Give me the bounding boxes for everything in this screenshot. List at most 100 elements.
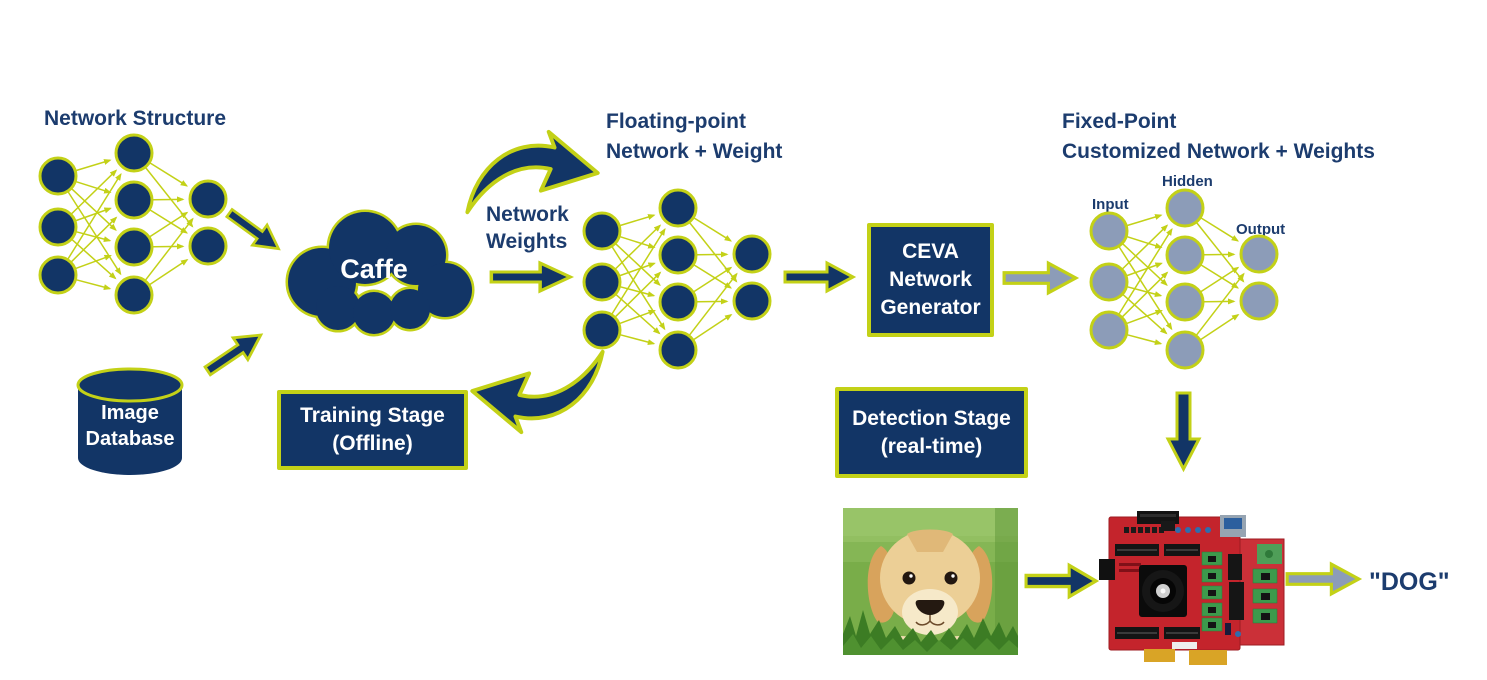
network-node	[1165, 188, 1205, 228]
network-node	[658, 330, 698, 370]
network-structure-title: Network Structure	[44, 107, 227, 130]
network-edge	[1126, 262, 1163, 277]
network-edge	[1122, 294, 1168, 335]
network-node	[114, 227, 154, 267]
network-node	[582, 262, 622, 302]
floating-point-title: Floating-point Network + Weight	[606, 107, 782, 167]
network-edge	[1121, 271, 1169, 318]
network-edge	[693, 313, 733, 341]
network-edge	[1118, 227, 1173, 315]
network-edge	[71, 188, 117, 231]
network-node	[114, 275, 154, 315]
network-edge	[693, 266, 733, 293]
arrow-dog-to-board-icon	[1024, 562, 1100, 600]
training-stage-line2: (Offline)	[332, 432, 413, 455]
network-node	[582, 310, 622, 350]
hidden-layer-label: Hidden	[1162, 173, 1213, 190]
network-edge	[620, 286, 656, 298]
network-edge	[1126, 236, 1163, 249]
fixed-point-title: Fixed-Point Customized Network + Weights	[1062, 107, 1375, 167]
network-edge	[615, 224, 662, 270]
network-edge	[693, 264, 733, 289]
image-database-line2: Database	[85, 428, 175, 450]
network-node	[38, 255, 78, 295]
generator-line3: Generator	[880, 296, 981, 319]
network-edge	[149, 258, 189, 286]
network-node	[188, 179, 228, 219]
network-edge	[75, 254, 112, 270]
network-edge	[1200, 217, 1240, 242]
generator-line2: Network	[889, 268, 972, 291]
network-edge	[76, 231, 112, 243]
caffe-cloud-shape	[285, 209, 475, 337]
network-edge	[1196, 272, 1245, 336]
input-layer-label: Input	[1092, 196, 1129, 213]
image-database-line1: Image	[101, 402, 159, 424]
training-stage-box: Training Stage (Offline)	[277, 390, 468, 470]
floating-point-graph	[582, 188, 772, 370]
arrow-generator-to-fixed-icon	[1002, 260, 1080, 296]
network-node	[658, 188, 698, 228]
network-edge	[71, 239, 117, 280]
dog-photo	[843, 508, 1018, 655]
result-label: "DOG"	[1369, 568, 1450, 596]
floating-point-title-line2: Network + Weight	[606, 140, 783, 163]
curved-arrow-up-icon	[465, 129, 600, 215]
network-node	[582, 211, 622, 251]
network-edge	[71, 169, 118, 215]
network-edge	[619, 309, 656, 325]
image-database-cylinder	[76, 367, 184, 475]
network-edge	[689, 272, 738, 336]
network-edge	[75, 181, 112, 194]
detection-stage-line2: (real-time)	[880, 434, 983, 458]
network-edge	[76, 279, 112, 291]
network-node	[1239, 234, 1279, 274]
network-edge	[611, 227, 666, 315]
generator-line1: CEVA	[902, 240, 959, 263]
network-edge	[1126, 309, 1163, 325]
network-edge	[70, 216, 118, 263]
network-edge	[149, 211, 189, 238]
fixed-point-graph	[1089, 188, 1279, 370]
network-weights-line1: Network	[486, 203, 569, 226]
network-edge	[614, 271, 662, 318]
network-edge	[1200, 264, 1240, 289]
caffe-label: Caffe	[340, 254, 408, 284]
network-edge	[1200, 313, 1240, 341]
network-edge	[1122, 243, 1168, 286]
network-node	[732, 281, 772, 321]
network-edge	[693, 217, 733, 242]
network-node	[38, 156, 78, 196]
arrow-structure-to-caffe-icon	[219, 199, 291, 264]
network-edge	[149, 209, 189, 234]
network-edge	[67, 172, 122, 260]
network-edge	[75, 159, 112, 172]
network-edge	[145, 217, 194, 281]
network-node	[114, 180, 154, 220]
network-edge	[615, 294, 661, 335]
ceva-board-photo	[1099, 511, 1285, 665]
network-edge	[75, 207, 112, 222]
network-edge	[619, 262, 656, 277]
network-node	[1165, 330, 1205, 370]
network-node	[1089, 211, 1129, 251]
arrow-database-to-caffe-icon	[197, 320, 273, 386]
image-database-label: Image Database	[70, 400, 190, 452]
network-edge	[619, 214, 656, 227]
arrow-board-to-result-icon	[1285, 561, 1363, 597]
network-node	[658, 235, 698, 275]
network-edge	[1122, 224, 1169, 270]
network-weights-line2: Weights	[486, 230, 568, 253]
network-node	[1089, 310, 1129, 350]
network-node	[658, 282, 698, 322]
arrow-float-to-generator-icon	[783, 260, 857, 294]
fixed-point-title-line1: Fixed-Point	[1062, 110, 1177, 133]
network-node	[114, 133, 154, 173]
fixed-point-title-line2: Customized Network + Weights	[1062, 140, 1375, 163]
network-node	[732, 234, 772, 274]
output-layer-label: Output	[1236, 221, 1286, 238]
network-edge	[615, 243, 661, 286]
network-node	[1089, 262, 1129, 302]
floating-point-title-line1: Floating-point	[606, 110, 746, 133]
